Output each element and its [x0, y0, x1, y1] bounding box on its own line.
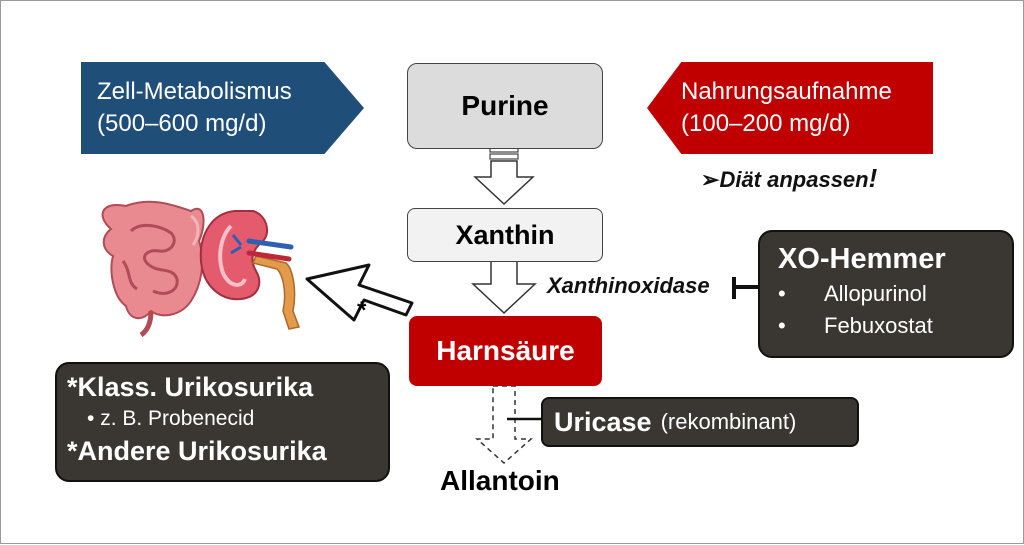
diet-advice-bullet: ➢	[701, 167, 720, 192]
source-diet-line2: (100–200 mg/d)	[681, 110, 851, 137]
uricosurics-example-bullet: •	[87, 407, 95, 430]
uricosurics-classic: *Klass. Urikosurika	[67, 372, 314, 402]
source-diet-line1: Nahrungsaufnahme	[681, 78, 892, 105]
diet-advice-text: Diät anpassen	[719, 167, 869, 192]
uricase-box: Uricase (rekombinant)	[541, 397, 859, 447]
xo-inhibitor-item-label: Allopurinol	[824, 281, 927, 306]
uricase-name: Uricase	[554, 406, 652, 437]
arrow-harnsaeure-to-allantoin	[475, 385, 533, 465]
node-allantoin-label: Allantoin	[440, 465, 560, 496]
source-cell-metabolism: Zell-Metabolismus (500–600 mg/d)	[81, 62, 364, 154]
enzyme-xanthinoxidase: Xanthinoxidase	[547, 273, 710, 299]
node-allantoin: Allantoin	[440, 465, 560, 497]
diet-advice: ➢Diät anpassen!	[701, 163, 877, 194]
xo-inhibitor-box: XO-Hemmer •Allopurinol •Febuxostat	[758, 230, 1014, 358]
uricosurics-box: *Klass. Urikosurika • z. B. Probenecid *…	[55, 362, 390, 482]
arrow-purine-to-xanthin	[473, 160, 535, 206]
node-xanthin-label: Xanthin	[455, 219, 555, 250]
xo-inhibitor-item-label: Febuxostat	[824, 313, 933, 338]
diet-advice-emphasis: !	[868, 163, 878, 193]
source-diet: Nahrungsaufnahme (100–200 mg/d)	[647, 62, 933, 154]
uricosurics-example-label: z. B. Probenecid	[100, 407, 255, 430]
arrow-xanthin-to-harnsaeure	[471, 260, 537, 315]
uricosurics-example: • z. B. Probenecid	[67, 404, 378, 434]
xo-inhibitor-title: XO-Hemmer	[778, 243, 946, 275]
intestine-icon	[101, 200, 205, 338]
uricosurics-other: *Andere Urikosurika	[67, 436, 327, 466]
source-cell-line1: Zell-Metabolismus	[97, 78, 292, 105]
xo-inhibitor-item: •Allopurinol	[774, 278, 998, 310]
xo-inhibitor-item: •Febuxostat	[774, 310, 998, 342]
node-harnsaeure: Harnsäure	[409, 316, 602, 386]
excretion-asterisk-label: *	[357, 297, 367, 324]
excretion-asterisk: *	[357, 297, 366, 325]
purine-connector-bar-2	[489, 153, 519, 160]
node-xanthin: Xanthin	[407, 208, 603, 262]
node-purine: Purine	[407, 63, 603, 149]
uricase-note: (rekombinant)	[660, 409, 797, 434]
arrow-excretion-to-organs	[305, 263, 414, 322]
source-cell-line2: (500–600 mg/d)	[97, 110, 267, 137]
kidney-icon	[199, 210, 301, 330]
node-purine-label: Purine	[461, 90, 549, 121]
enzyme-xanthinoxidase-label: Xanthinoxidase	[547, 273, 710, 298]
node-harnsaeure-label: Harnsäure	[436, 335, 575, 366]
